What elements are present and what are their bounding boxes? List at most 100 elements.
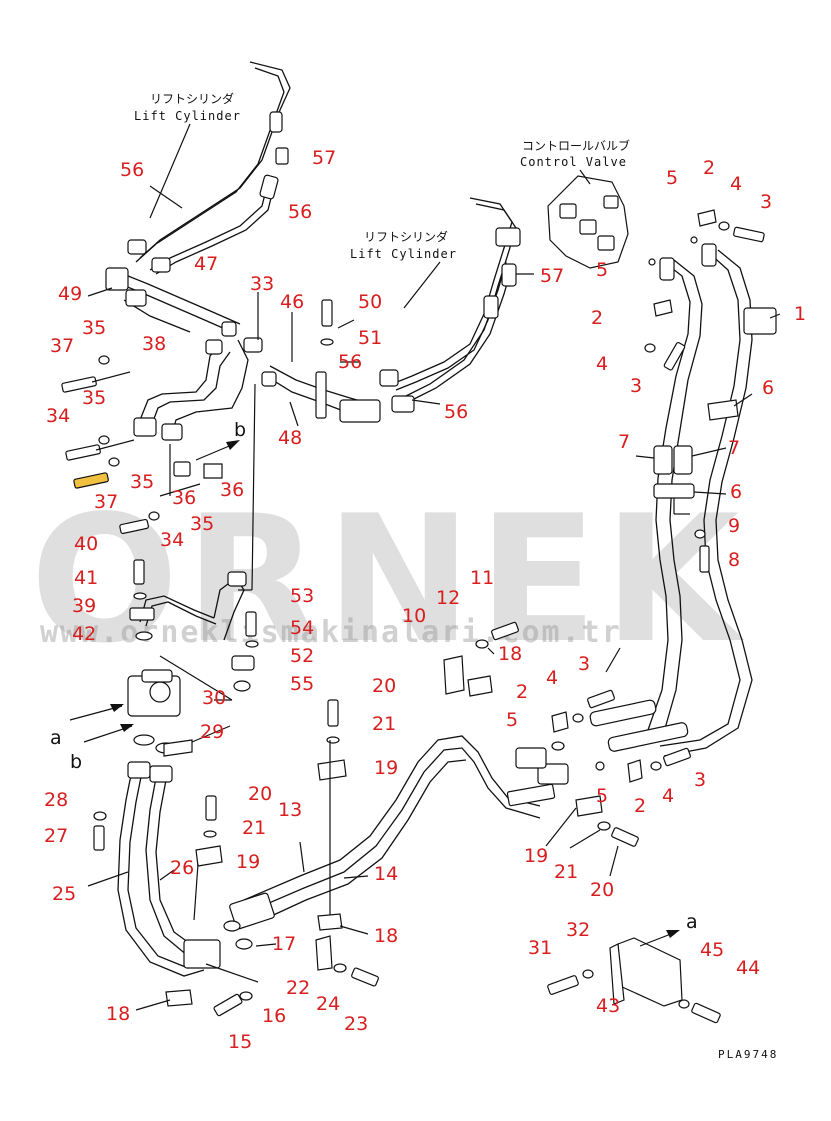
drawing-code: PLA9748 [718,1048,778,1061]
callout-18: 18 [498,643,522,665]
hose-fitting [483,295,499,319]
callout-47: 47 [194,253,218,275]
highlighted-bolt [73,472,109,489]
lift-cylinder-label-en: Lift Cylinder [134,109,241,123]
callout-42: 42 [72,623,96,645]
main-hoses-1 [647,243,777,757]
pipe-joint [243,337,263,353]
callout-34: 34 [160,529,184,551]
watermark-brand: ORNEK [30,479,745,682]
plate [173,461,191,477]
pipe-block [339,399,381,423]
callout-35: 35 [82,387,106,409]
bracket-10 [443,655,465,695]
elbow-fitting-57 [501,263,517,287]
pipe-46-48 [238,365,381,591]
valve-fittings [644,209,765,573]
pipes-25-26 [93,761,259,1017]
left-valve-block [127,559,259,757]
callout-39: 39 [72,595,96,617]
bolt-23 [351,967,379,987]
hose-fitting [151,257,171,273]
callout-26: 26 [170,857,194,879]
elbow-fitting [275,147,289,165]
callout-1: 1 [794,303,806,325]
bolt [119,518,149,535]
bracket-parts-middle [193,795,223,921]
callout-2: 2 [591,307,603,329]
bolt-11 [491,621,519,641]
washer-51 [320,338,334,346]
flow-letter-b: b [70,751,82,773]
callout-30: 30 [202,687,226,709]
callout-56: 56 [338,351,362,373]
clip-19 [317,759,347,781]
bolt-31 [547,975,579,995]
block-fitting [125,289,147,307]
callout-17: 17 [272,933,296,955]
flow-letter-a-right: a [686,911,698,933]
callout-35: 35 [130,471,154,493]
bolt-20 [327,699,339,727]
left-lift-cylinder-hoses [127,61,291,275]
lower-right-parts [443,621,691,847]
callout-55: 55 [290,673,314,695]
callout-46: 46 [280,291,304,313]
washer [108,457,120,467]
callout-2: 2 [703,157,715,179]
callout-9: 9 [728,515,740,537]
flow-letter-a: a [50,727,62,749]
long-pipes-13-14 [223,699,569,987]
bolt-40 [133,559,145,585]
pipe-end [261,371,277,387]
washer-54 [245,640,259,648]
bolt-27 [93,825,105,851]
bracket [315,371,327,419]
callout-12: 12 [436,587,460,609]
callout-45: 45 [700,939,724,961]
center-lift-cylinder-hoses [379,197,521,413]
band-7 [653,445,673,475]
callout-19: 19 [236,851,260,873]
control-valve-label-en: Control Valve [520,155,627,169]
hose-fitting [269,111,283,133]
callout-57: 57 [312,147,336,169]
callout-36: 36 [172,487,196,509]
hose-sleeve [743,307,777,335]
hose-fitting [701,243,717,267]
callout-numbers: 1 2 2 2 2 3 3 3 3 4 4 4 4 5 5 5 5 6 6 7 … [44,147,806,1053]
callout-40: 40 [74,533,98,555]
block-fitting [221,321,237,337]
callout-6: 6 [730,481,742,503]
callout-3: 3 [630,375,642,397]
plates-36 [159,440,240,497]
callout-41: 41 [74,567,98,589]
callout-19: 19 [374,757,398,779]
callout-38: 38 [142,333,166,355]
callout-57: 57 [540,265,564,287]
bolt-44 [691,1002,721,1024]
hose-fitting [495,227,521,247]
callout-56: 56 [120,159,144,181]
lift-cylinder-label-jp-2: リフトシリンダ [364,229,448,244]
callout-52: 52 [290,645,314,667]
bolt-53 [245,611,257,637]
bolts-left [61,355,160,535]
callout-32: 32 [566,919,590,941]
clamp-6 [653,483,695,499]
callout-14: 14 [374,863,398,885]
callout-7: 7 [618,431,630,453]
washer-41 [133,592,147,600]
washer-28 [93,811,107,821]
callout-56: 56 [444,401,468,423]
callout-4: 4 [596,353,608,375]
callout-3: 3 [694,769,706,791]
hose-fitting [127,239,147,255]
callout-54: 54 [290,617,314,639]
callout-35: 35 [190,513,214,535]
callout-35: 35 [82,317,106,339]
callout-18: 18 [374,925,398,947]
flow-letter-b-upper: b [234,419,246,441]
callout-3: 3 [760,191,772,213]
